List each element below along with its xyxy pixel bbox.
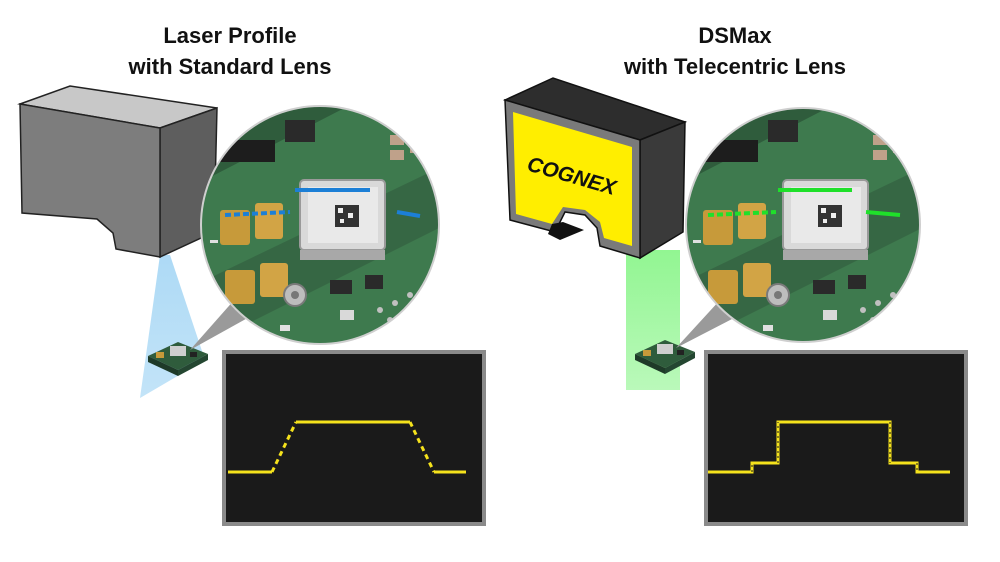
left-scene <box>17 85 486 526</box>
title-right-line1: DSMax <box>698 23 772 48</box>
profile-monitor-standard <box>222 350 486 526</box>
title-left-line2: with Standard Lens <box>128 54 332 79</box>
standard-lens-camera-icon <box>17 85 218 259</box>
cognex-dsmax-camera-icon: COGNEX <box>502 77 688 260</box>
title-laser-profile: Laser Profile with Standard Lens <box>110 20 350 82</box>
circuit-board-photo-right-icon <box>686 108 920 342</box>
profile-trace-telecentric <box>708 420 950 474</box>
circuit-board-photo-left-icon <box>201 106 439 344</box>
profile-monitor-telecentric <box>704 350 968 526</box>
title-right-line2: with Telecentric Lens <box>623 54 847 79</box>
right-scene: COGNEX <box>502 77 968 526</box>
title-left-line1: Laser Profile <box>163 23 297 48</box>
standard-lens-beam <box>140 255 205 398</box>
zoom-callout-right <box>676 300 734 348</box>
title-dsmax: DSMax with Telecentric Lens <box>605 20 865 82</box>
